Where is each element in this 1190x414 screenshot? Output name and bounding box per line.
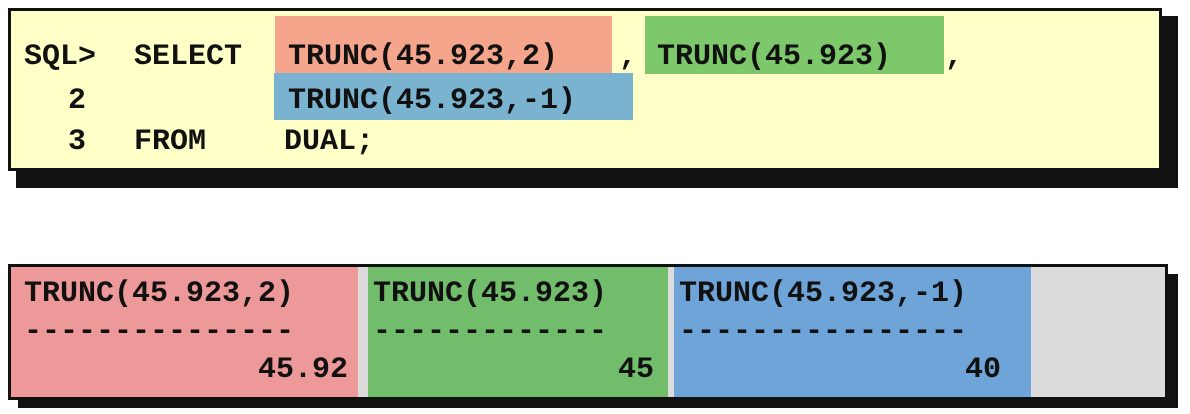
line-number-2: 2: [68, 84, 87, 118]
column-value: 45: [617, 353, 654, 387]
table-name: DUAL;: [284, 125, 375, 159]
column-value: 45.92: [257, 353, 348, 387]
comma-separator: ,: [619, 40, 638, 74]
result-column-trunc-2: TRUNC(45.923,2) --------------- 45.92: [11, 267, 358, 397]
sql-query-panel: SQL> SELECT TRUNC(45.923,2) , TRUNC(45.9…: [8, 8, 1162, 171]
column-value: 40: [964, 353, 1001, 387]
column-header: TRUNC(45.923): [373, 277, 608, 311]
comma-separator: ,: [945, 40, 964, 74]
column-header: TRUNC(45.923,2): [24, 277, 295, 311]
column-underline: ---------------: [24, 315, 295, 349]
highlight-trunc-neg1: [274, 73, 633, 120]
result-column-trunc-neg1: TRUNC(45.923,-1) ---------------- 40: [674, 267, 1031, 397]
from-keyword: FROM: [134, 125, 207, 159]
expr-trunc-2: TRUNC(45.923,2): [288, 40, 559, 74]
expr-trunc-neg1: TRUNC(45.923,-1): [288, 84, 577, 118]
column-underline: -------------: [373, 315, 608, 349]
expr-trunc-0: TRUNC(45.923): [657, 40, 892, 74]
line-number-3: 3: [68, 125, 87, 159]
result-column-trunc-0: TRUNC(45.923) ------------- 45: [368, 267, 668, 397]
column-underline: ----------------: [679, 315, 968, 349]
highlight-trunc-2: [275, 16, 612, 74]
query-result-panel: TRUNC(45.923,2) --------------- 45.92 TR…: [8, 264, 1168, 400]
highlight-trunc-0: [645, 16, 944, 74]
sql-prompt: SQL>: [24, 40, 97, 74]
select-keyword: SELECT: [134, 40, 243, 74]
column-header: TRUNC(45.923,-1): [679, 277, 968, 311]
